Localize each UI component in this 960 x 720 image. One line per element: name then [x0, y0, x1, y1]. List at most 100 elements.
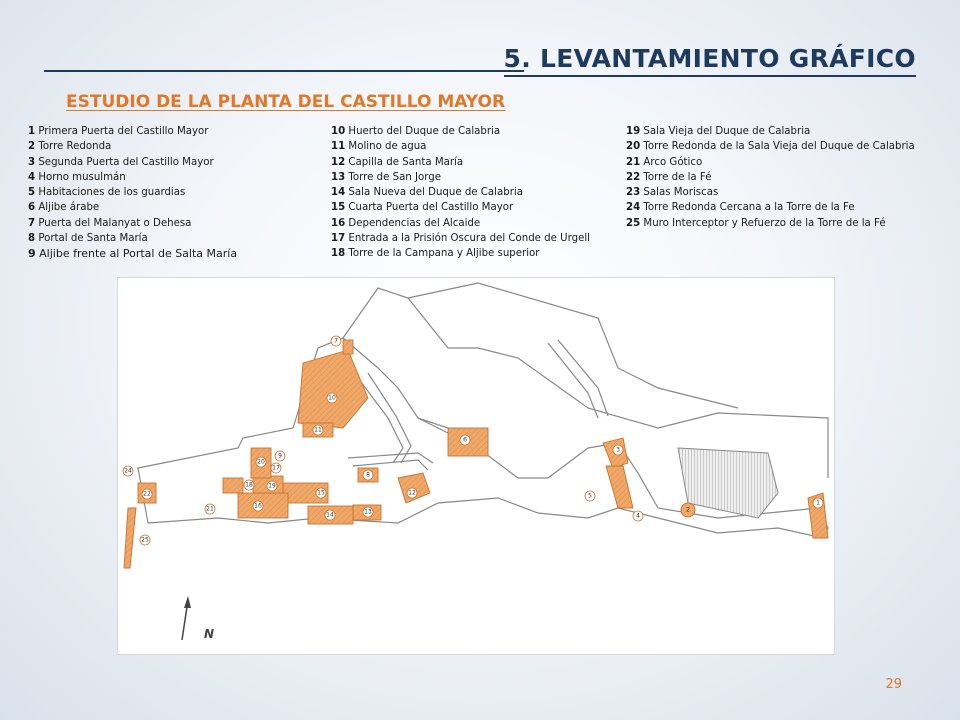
- svg-text:9: 9: [278, 453, 282, 460]
- marker-14: 14: [324, 509, 336, 521]
- legend-item-18: 18 Torre de la Campana y Aljibe superior: [331, 246, 590, 261]
- floor-plan-drawing: 1 2 3 4 5 6 7 8 9 10 11 12 13 14 15 16 1…: [122, 282, 829, 641]
- legend-text: Torre de San Jorge: [345, 171, 441, 183]
- legend-text: Aljibe árabe: [35, 202, 100, 214]
- building-10: [297, 349, 369, 429]
- svg-text:11: 11: [314, 427, 322, 434]
- marker-21: 21: [204, 503, 216, 515]
- svg-text:14: 14: [326, 512, 334, 519]
- legend-text: Sala Vieja del Duque de Calabria: [640, 126, 811, 137]
- svg-text:2: 2: [686, 507, 690, 514]
- legend-number: 4: [28, 171, 36, 183]
- legend-text: Muro Interceptor y Refuerzo de la Torre …: [640, 217, 886, 229]
- wall-25: [123, 507, 137, 569]
- page-title: 5. LEVANTAMIENTO GRÁFICO: [503, 44, 916, 77]
- legend-item-7: 7 Puerta del Malanyat o Dehesa: [28, 216, 237, 231]
- legend-item-22: 22 Torre de la Fé: [626, 170, 915, 185]
- legend-number: 11: [331, 141, 346, 153]
- marker-2: 2: [680, 502, 696, 518]
- legend-text: Aljibe frente al Portal de Salta María: [35, 247, 238, 261]
- legend-number: 23: [626, 187, 641, 199]
- building-7: [342, 339, 354, 355]
- marker-7: 7: [330, 335, 342, 347]
- marker-20: 20: [255, 456, 267, 468]
- svg-text:1: 1: [816, 500, 820, 507]
- legend-number: 16: [331, 217, 346, 229]
- marker-5: 5: [584, 490, 596, 502]
- legend-number: 24: [626, 202, 641, 214]
- legend-item-25: 25 Muro Interceptor y Refuerzo de la Tor…: [626, 216, 915, 231]
- page-number: 29: [885, 677, 902, 692]
- legend-item-13: 13 Torre de San Jorge: [331, 170, 590, 185]
- legend-text: Arco Gótico: [640, 156, 703, 168]
- marker-11: 11: [312, 424, 324, 436]
- legend-text: Torre de la Campana y Aljibe superior: [345, 248, 540, 260]
- marker-12: 12: [406, 487, 418, 499]
- marker-8: 8: [362, 469, 374, 481]
- legend-item-3: 3 Segunda Puerta del Castillo Mayor: [28, 155, 237, 170]
- legend-text: Torre de la Fé: [640, 171, 712, 183]
- legend-text: Molino de agua: [345, 141, 427, 153]
- legend-number: 12: [331, 156, 346, 168]
- legend-number: 5: [28, 187, 36, 199]
- svg-text:17: 17: [272, 465, 280, 472]
- marker-22: 22: [141, 488, 153, 500]
- legend-number: 2: [28, 141, 36, 153]
- legend-item-16: 16 Dependencias del Alcaide: [331, 216, 590, 231]
- section-subtitle: ESTUDIO DE LA PLANTA DEL CASTILLO MAYOR: [66, 92, 506, 112]
- svg-text:3: 3: [616, 447, 620, 454]
- marker-25: 25: [139, 534, 151, 546]
- building-18: [222, 477, 244, 494]
- svg-text:21: 21: [206, 506, 214, 513]
- svg-text:22: 22: [143, 491, 151, 498]
- legend-item-24: 24 Torre Redonda Cercana a la Torre de l…: [626, 200, 915, 215]
- svg-text:16: 16: [254, 503, 262, 510]
- marker-24: 24: [122, 465, 134, 477]
- svg-text:8: 8: [366, 472, 370, 479]
- legend-number: 15: [331, 202, 346, 214]
- svg-text:13: 13: [364, 509, 372, 516]
- castle-floor-plan: 1 2 3 4 5 6 7 8 9 10 11 12 13 14 15 16 1…: [117, 277, 835, 655]
- legend-text: Torre Redonda de la Sala Vieja del Duque…: [640, 141, 915, 153]
- legend-text: Cuarta Puerta del Castillo Mayor: [345, 202, 514, 214]
- legend-number: 21: [626, 156, 641, 168]
- area-23-salas-moriscas: [677, 447, 779, 519]
- north-label: N: [204, 627, 214, 641]
- legend-text: Salas Moriscas: [640, 187, 719, 199]
- marker-13: 13: [362, 506, 374, 518]
- legend-text: Huerto del Duque de Calabria: [345, 126, 501, 137]
- legend-number: 19: [626, 126, 641, 137]
- legend-item-9: 9 Aljibe frente al Portal de Salta María: [28, 246, 237, 261]
- svg-text:24: 24: [124, 468, 132, 475]
- legend-text: Puerta del Malanyat o Dehesa: [35, 217, 192, 229]
- legend-text: Torre Redonda Cercana a la Torre de la F…: [640, 202, 855, 214]
- legend-item-23: 23 Salas Moriscas: [626, 185, 915, 200]
- legend-text: Dependencias del Alcaide: [345, 217, 481, 229]
- legend-number: 25: [626, 217, 641, 229]
- legend-text: Sala Nueva del Duque de Calabria: [345, 187, 523, 199]
- legend-item-2: 2 Torre Redonda: [28, 139, 237, 154]
- marker-15: 15: [315, 487, 327, 499]
- legend-item-15: 15 Cuarta Puerta del Castillo Mayor: [331, 200, 590, 215]
- svg-text:6: 6: [463, 437, 467, 444]
- svg-text:4: 4: [636, 513, 640, 520]
- north-arrow-icon: N: [181, 596, 214, 641]
- svg-text:12: 12: [408, 490, 416, 497]
- building-5: [605, 465, 634, 509]
- legend-text: Portal de Santa María: [35, 233, 148, 245]
- legend-number: 6: [28, 202, 36, 214]
- marker-18: 18: [243, 479, 255, 491]
- svg-text:10: 10: [328, 395, 336, 402]
- legend-item-14: 14 Sala Nueva del Duque de Calabria: [331, 185, 590, 200]
- legend-item-4: 4 Horno musulmán: [28, 170, 237, 185]
- marker-16: 16: [252, 500, 264, 512]
- legend-number: 7: [28, 217, 36, 229]
- svg-text:15: 15: [317, 490, 325, 497]
- legend-text: Torre Redonda: [35, 141, 112, 153]
- legend-item-21: 21 Arco Gótico: [626, 155, 915, 170]
- legend-item-10: 10 Huerto del Duque de Calabria: [331, 124, 590, 139]
- legend-item-19: 19 Sala Vieja del Duque de Calabria: [626, 124, 915, 139]
- title-rule: [44, 70, 524, 72]
- header: 5. LEVANTAMIENTO GRÁFICO: [44, 40, 916, 77]
- legend-item-1: 1 Primera Puerta del Castillo Mayor: [28, 124, 237, 139]
